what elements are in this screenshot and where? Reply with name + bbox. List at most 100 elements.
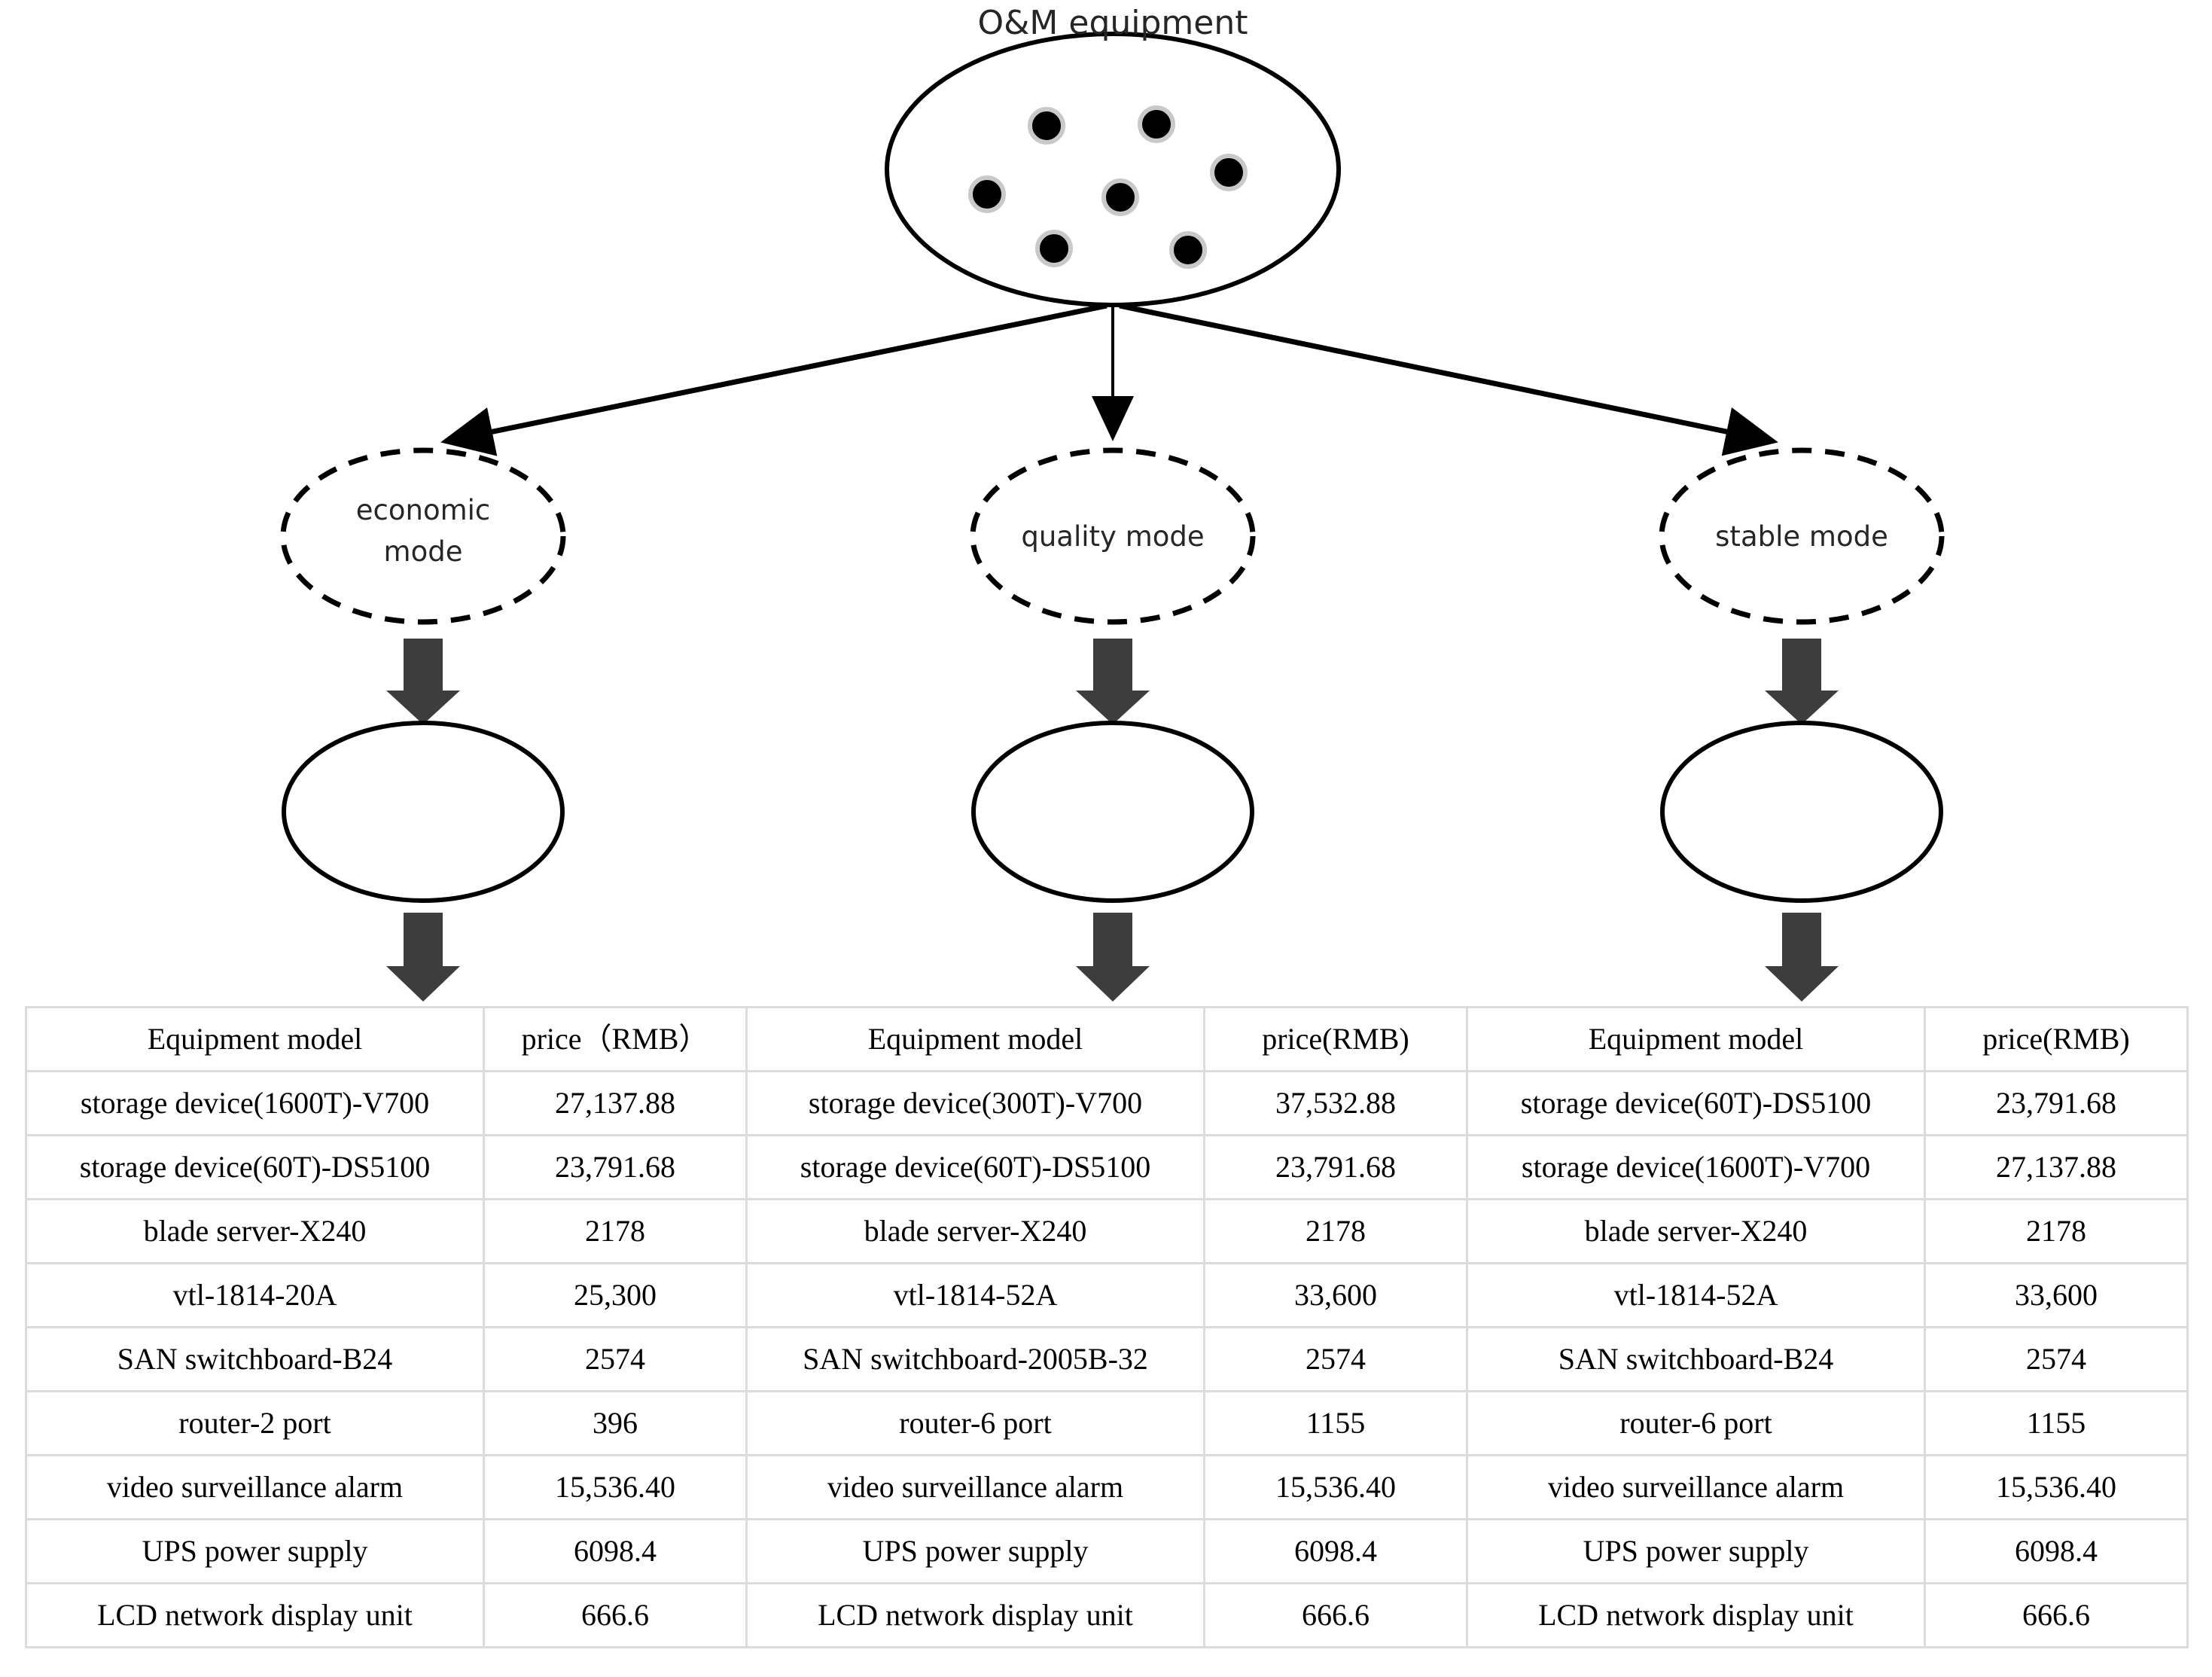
equipment-dot — [1138, 105, 1175, 143]
table-row: SAN switchboard-B24 2574 SAN switchboard… — [25, 1326, 2189, 1392]
header-quality-model: Equipment model — [745, 1006, 1205, 1072]
cell-price: 6098.4 — [1203, 1518, 1468, 1584]
cell-model: SAN switchboard-B24 — [1466, 1326, 1926, 1392]
mode-node-economic[interactable]: economic mode — [280, 447, 566, 625]
table-header-row: Equipment model price（RMB） Equipment mod… — [25, 1006, 2189, 1072]
cell-model: UPS power supply — [1466, 1518, 1926, 1584]
cell-model: vtl-1814-52A — [745, 1262, 1205, 1328]
cell-price: 2574 — [483, 1326, 748, 1392]
cell-price: 15,536.40 — [483, 1454, 748, 1520]
equipment-dot — [1169, 231, 1207, 269]
cell-price: 2178 — [1924, 1198, 2189, 1264]
cell-price: 2178 — [1203, 1198, 1468, 1264]
connector-to-economic-mode — [440, 303, 1108, 456]
cell-model: UPS power supply — [745, 1518, 1205, 1584]
cell-model: blade server-X240 — [25, 1198, 485, 1264]
table-row: router-2 port 396 router-6 port 1155 rou… — [25, 1390, 2189, 1456]
table-row: UPS power supply 6098.4 UPS power supply… — [25, 1518, 2189, 1584]
table-body: storage device(1600T)-V700 27,137.88 sto… — [25, 1070, 2189, 1648]
cell-model: blade server-X240 — [745, 1198, 1205, 1264]
cell-model: LCD network display unit — [25, 1582, 485, 1648]
economic-mode-ellipse — [280, 447, 566, 625]
source-node-group[interactable] — [885, 32, 1341, 307]
cell-model: blade server-X240 — [1466, 1198, 1926, 1264]
table-row: LCD network display unit 666.6 LCD netwo… — [25, 1582, 2189, 1648]
quality-process-ellipse — [971, 721, 1254, 903]
economic-mode-label-line1: economic — [356, 494, 491, 526]
cell-model: router-6 port — [745, 1390, 1205, 1456]
table-row: blade server-X240 2178 blade server-X240… — [25, 1198, 2189, 1264]
cell-price: 2574 — [1203, 1326, 1468, 1392]
block-arrow-stable-down2 — [1765, 913, 1839, 1002]
cell-model: storage device(60T)-DS5100 — [745, 1134, 1205, 1200]
table-row: video surveillance alarm 15,536.40 video… — [25, 1454, 2189, 1520]
cell-price: 1155 — [1924, 1390, 2189, 1456]
cell-price: 2178 — [483, 1198, 748, 1264]
cell-model: storage device(1600T)-V700 — [25, 1070, 485, 1136]
cell-price: 666.6 — [483, 1582, 748, 1648]
cell-model: storage device(60T)-DS5100 — [25, 1134, 485, 1200]
cell-model: router-6 port — [1466, 1390, 1926, 1456]
cell-model: storage device(1600T)-V700 — [1466, 1134, 1926, 1200]
equipment-dot — [1035, 230, 1073, 267]
equipment-dot — [1210, 154, 1248, 191]
table-row: storage device(60T)-DS5100 23,791.68 sto… — [25, 1134, 2189, 1200]
cell-price: 15,536.40 — [1203, 1454, 1468, 1520]
cell-price: 1155 — [1203, 1390, 1468, 1456]
cell-model: router-2 port — [25, 1390, 485, 1456]
cell-price: 23,791.68 — [483, 1134, 748, 1200]
cell-model: SAN switchboard-B24 — [25, 1326, 485, 1392]
economic-process-ellipse — [282, 721, 565, 903]
results-table-wrap: Equipment model price（RMB） Equipment mod… — [25, 1006, 2189, 1648]
cell-price: 37,532.88 — [1203, 1070, 1468, 1136]
cell-price: 23,791.68 — [1203, 1134, 1468, 1200]
cell-model: storage device(300T)-V700 — [745, 1070, 1205, 1136]
equipment-dot — [1101, 178, 1139, 216]
cell-model: video surveillance alarm — [25, 1454, 485, 1520]
source-ellipse — [885, 32, 1341, 307]
header-stable-price: price(RMB) — [1924, 1006, 2189, 1072]
cell-price: 33,600 — [1924, 1262, 2189, 1328]
connector-to-stable-mode — [1119, 303, 1778, 456]
cell-price: 27,137.88 — [483, 1070, 748, 1136]
header-quality-price: price(RMB) — [1203, 1006, 1468, 1072]
cell-price: 33,600 — [1203, 1262, 1468, 1328]
block-arrow-quality-down1 — [1076, 639, 1150, 724]
equipment-dot — [968, 175, 1006, 213]
block-arrow-stable-down1 — [1765, 639, 1839, 724]
equipment-dot — [1028, 107, 1065, 145]
cell-model: SAN switchboard-2005B-32 — [745, 1326, 1205, 1392]
results-table: Equipment model price（RMB） Equipment mod… — [25, 1006, 2189, 1648]
quality-mode-ellipse — [970, 447, 1256, 625]
header-economic-price: price（RMB） — [483, 1006, 748, 1072]
block-arrow-economic-down2 — [386, 913, 460, 1002]
process-node-stable[interactable] — [1660, 721, 1943, 903]
cell-model: UPS power supply — [25, 1518, 485, 1584]
stable-mode-label: stable mode — [1715, 520, 1888, 553]
cell-model: video surveillance alarm — [1466, 1454, 1926, 1520]
cell-price: 15,536.40 — [1924, 1454, 2189, 1520]
cell-model: video surveillance alarm — [745, 1454, 1205, 1520]
mode-node-quality[interactable]: quality mode — [970, 447, 1256, 625]
table-row: storage device(1600T)-V700 27,137.88 sto… — [25, 1070, 2189, 1136]
cell-price: 666.6 — [1924, 1582, 2189, 1648]
cell-price: 666.6 — [1203, 1582, 1468, 1648]
process-node-quality[interactable] — [971, 721, 1254, 903]
cell-model: vtl-1814-20A — [25, 1262, 485, 1328]
block-arrow-economic-down1 — [386, 639, 460, 724]
cell-price: 25,300 — [483, 1262, 748, 1328]
cell-model: vtl-1814-52A — [1466, 1262, 1926, 1328]
page-title: O&M equipment — [977, 4, 1248, 42]
cell-price: 6098.4 — [1924, 1518, 2189, 1584]
header-economic-model: Equipment model — [25, 1006, 485, 1072]
cell-price: 2574 — [1924, 1326, 2189, 1392]
quality-mode-label: quality mode — [1021, 520, 1204, 553]
cell-model: LCD network display unit — [1466, 1582, 1926, 1648]
economic-mode-label-line2: mode — [384, 535, 463, 568]
process-node-economic[interactable] — [282, 721, 565, 903]
header-stable-model: Equipment model — [1466, 1006, 1926, 1072]
cell-price: 6098.4 — [483, 1518, 748, 1584]
mode-node-stable[interactable]: stable mode — [1659, 447, 1945, 625]
